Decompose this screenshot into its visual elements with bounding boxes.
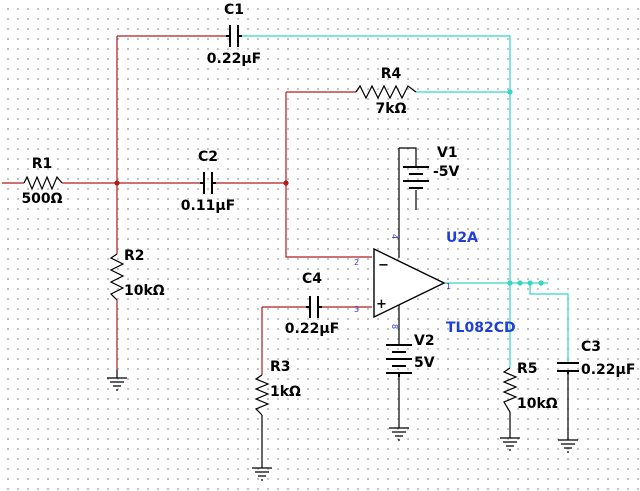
capacitor-c3[interactable]: C3 0.22µF bbox=[557, 339, 635, 378]
opamp-pin-vplus: 8 bbox=[390, 324, 399, 329]
capacitor-c1[interactable]: C1 0.22µF bbox=[207, 2, 261, 67]
battery-v1-value: -5V bbox=[433, 164, 460, 180]
opamp-noninverting-sign: + bbox=[376, 297, 387, 312]
opamp-pin-inverting: 2 bbox=[354, 258, 359, 267]
resistor-r2-value: 10kΩ bbox=[124, 283, 165, 299]
battery-v2-ref: V2 bbox=[414, 333, 435, 349]
junction-dots bbox=[114, 89, 544, 286]
output-net-wires bbox=[242, 35, 569, 368]
capacitor-c2[interactable]: C2 0.11µF bbox=[181, 149, 235, 214]
capacitor-c4-ref: C4 bbox=[302, 271, 322, 287]
resistor-r5-symbol bbox=[502, 367, 518, 413]
resistor-r5-ref: R5 bbox=[517, 361, 538, 377]
resistor-r3-value: 1kΩ bbox=[270, 384, 301, 400]
capacitor-c3-symbol bbox=[557, 362, 579, 374]
opamp-u2a[interactable]: − + 2 3 1 4 8 U2A TL082CD bbox=[354, 230, 516, 336]
opamp-part-number: TL082CD bbox=[446, 320, 516, 336]
resistor-r5-value: 10kΩ bbox=[517, 396, 558, 412]
capacitor-c4[interactable]: C4 0.22µF bbox=[285, 271, 339, 337]
resistor-r4-ref: R4 bbox=[381, 66, 402, 82]
resistor-r5[interactable]: R5 10kΩ bbox=[502, 361, 558, 413]
ground-c3-icon bbox=[558, 439, 578, 453]
capacitor-c1-value: 0.22µF bbox=[207, 51, 261, 67]
resistor-r1[interactable]: R1 500Ω bbox=[21, 156, 62, 207]
resistor-r3-ref: R3 bbox=[270, 359, 291, 375]
ground-r3-icon bbox=[252, 467, 272, 481]
opamp-pin-vminus: 4 bbox=[390, 234, 399, 239]
opamp-ref: U2A bbox=[446, 230, 478, 246]
capacitor-c4-symbol bbox=[306, 296, 322, 318]
capacitor-c3-value: 0.22µF bbox=[581, 362, 635, 378]
capacitor-c2-value: 0.11µF bbox=[181, 198, 235, 214]
opamp-u2a-triangle bbox=[373, 247, 446, 319]
resistor-r1-symbol bbox=[23, 175, 63, 191]
input-net-wires bbox=[2, 35, 372, 375]
capacitor-c2-ref: C2 bbox=[198, 149, 218, 165]
battery-v1[interactable]: V1 -5V bbox=[403, 145, 460, 189]
ground-r5-icon bbox=[500, 437, 520, 451]
battery-v2-symbol bbox=[386, 344, 412, 377]
resistor-r4-value: 7kΩ bbox=[376, 101, 407, 117]
capacitor-c2-symbol bbox=[200, 172, 216, 194]
resistor-r3[interactable]: R3 1kΩ bbox=[254, 359, 301, 416]
capacitor-c1-symbol bbox=[226, 25, 242, 47]
resistor-r1-value: 500Ω bbox=[21, 191, 62, 207]
opamp-pin-noninverting: 3 bbox=[354, 305, 359, 314]
resistor-r2[interactable]: R2 10kΩ bbox=[109, 248, 165, 301]
battery-v2[interactable]: V2 5V bbox=[386, 333, 435, 377]
capacitor-c1-ref: C1 bbox=[224, 2, 244, 18]
capacitor-c4-value: 0.22µF bbox=[285, 321, 339, 337]
supply-net-wires bbox=[116, 147, 569, 468]
battery-v2-value: 5V bbox=[414, 355, 435, 371]
resistor-r3-symbol bbox=[254, 374, 270, 416]
resistor-r2-ref: R2 bbox=[124, 248, 145, 264]
resistor-r1-ref: R1 bbox=[32, 156, 53, 172]
opamp-pin-output: 1 bbox=[446, 282, 451, 291]
resistor-r2-symbol bbox=[109, 253, 125, 301]
ground-r2-icon bbox=[107, 377, 127, 391]
resistor-r4[interactable]: R4 7kΩ bbox=[355, 66, 417, 117]
ground-v2-icon bbox=[389, 427, 409, 441]
battery-v1-symbol bbox=[403, 166, 429, 189]
resistor-r4-symbol bbox=[355, 84, 417, 100]
opamp-inverting-sign: − bbox=[378, 258, 389, 273]
battery-v1-ref: V1 bbox=[437, 145, 458, 161]
capacitor-c3-ref: C3 bbox=[581, 339, 601, 355]
